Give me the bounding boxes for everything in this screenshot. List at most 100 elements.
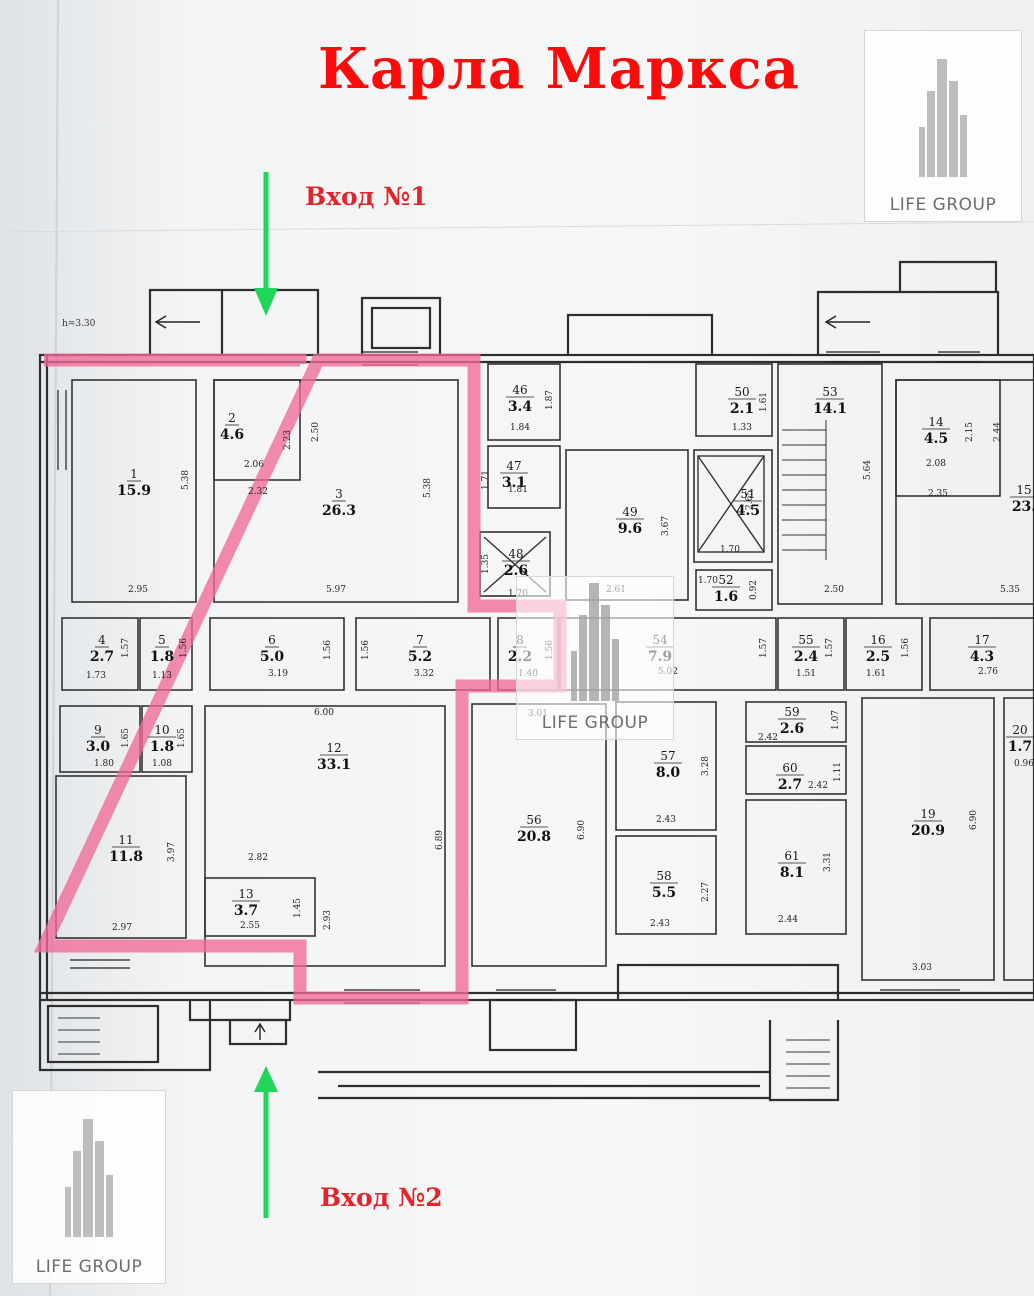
room-52-label: 521.6	[712, 573, 740, 605]
room-number: 50	[734, 385, 749, 399]
dimension-value: 6.90	[577, 820, 587, 840]
dimension-value: 1.61	[866, 669, 886, 679]
room-number: 46	[512, 383, 527, 397]
entrance-2-label: Вход №2	[320, 1183, 443, 1212]
dimension-value: 1.61	[759, 392, 769, 412]
room-area: 8.0	[656, 765, 681, 781]
room-number: 51	[740, 487, 755, 501]
dimension-value: 0.92	[749, 580, 759, 600]
room-13-label: 133.7	[232, 887, 260, 919]
logo-text: LIFE GROUP	[35, 1257, 143, 1277]
dimension-value: 5.38	[423, 478, 433, 498]
dimension-value: 0.96	[1014, 759, 1034, 769]
room-area: 2.5	[866, 649, 890, 665]
room-4-label: 42.7	[90, 633, 114, 665]
room-9-label: 93.0	[86, 723, 111, 755]
building-icon	[571, 583, 619, 701]
life-group-watermark: LIFE GROUP	[516, 576, 674, 740]
entrance-1-label: Вход №1	[305, 182, 428, 211]
highlighted-premises-outline	[33, 353, 567, 1005]
room-number: 19	[920, 807, 935, 821]
dimension-value: 2.55	[240, 921, 260, 931]
room-49-label: 499.6	[616, 505, 644, 537]
room-number: 15	[1016, 483, 1031, 497]
room-58-label: 585.5	[650, 869, 678, 901]
room-number: 9	[94, 723, 102, 737]
dimension-value: 3.67	[661, 516, 671, 536]
room-area: 1.8	[150, 649, 174, 665]
dimension-value: 2.65	[745, 490, 755, 510]
dimension-value: 2.42	[758, 733, 778, 743]
ceiling-height-label: h=3.30	[62, 319, 96, 329]
room-number: 16	[870, 633, 885, 647]
room-area: 3.7	[234, 903, 258, 919]
dimension-value: 2.15	[965, 422, 975, 442]
dimension-value: 1.56	[361, 640, 371, 660]
room-area: 23.	[1012, 499, 1034, 515]
dimension-value: 6.89	[435, 830, 445, 850]
building-icon	[65, 1119, 113, 1237]
room-area: 14.1	[813, 401, 847, 417]
dimension-value: 1.56	[323, 640, 333, 660]
dimension-value: 2.93	[323, 910, 333, 930]
room-7-label: 75.2	[408, 633, 432, 665]
dimension-value: 1.51	[796, 669, 816, 679]
dimension-value: 1.57	[759, 638, 769, 658]
dimension-value: 6.90	[969, 810, 979, 830]
room-labels: 115.924.6326.342.751.865.075.282.293.010…	[86, 383, 1034, 919]
room-area: 3.4	[508, 399, 533, 415]
room-area: 2.6	[504, 563, 528, 579]
dimension-value: 3.32	[414, 669, 434, 679]
dimension-labels: 5.382.952.232.062.322.505.385.971.571.73…	[86, 390, 1034, 973]
room-area: 2.1	[730, 401, 754, 417]
dimension-value: 5.38	[181, 470, 191, 490]
room-area: 1.7	[1008, 739, 1032, 755]
room-1-label: 115.9	[117, 467, 151, 499]
dimension-value: 3.03	[912, 963, 932, 973]
room-number: 49	[622, 505, 637, 519]
room-area: 4.3	[970, 649, 994, 665]
dimension-value: 1.84	[510, 423, 530, 433]
dimension-value: 3.97	[167, 842, 177, 862]
logo-text: LIFE GROUP	[541, 713, 649, 733]
room-area: 15.9	[117, 483, 151, 499]
room-number: 12	[326, 741, 341, 755]
room-area: 20.9	[911, 823, 945, 839]
room-2-label: 24.6	[220, 411, 244, 443]
dimension-value: 2.82	[248, 853, 268, 863]
dimension-value: 1.33	[732, 423, 752, 433]
room-60-label: 602.7	[776, 761, 804, 793]
room-area: 5.2	[408, 649, 432, 665]
dimension-value: 1.56	[179, 638, 189, 658]
dimension-value: 2.50	[824, 585, 844, 595]
room-16-label: 162.5	[864, 633, 892, 665]
room-area: 2.7	[778, 777, 802, 793]
room-47-label: 473.1	[500, 459, 528, 491]
dimension-value: 3.31	[823, 852, 833, 872]
room-area: 2.7	[90, 649, 114, 665]
room-area: 4.5	[924, 431, 948, 447]
room-number: 13	[238, 887, 253, 901]
dimension-value: 1.87	[545, 390, 555, 410]
room-61-label: 618.1	[778, 849, 806, 881]
room-area: 5.5	[652, 885, 676, 901]
room-50-label: 502.1	[728, 385, 756, 417]
stairs	[58, 420, 830, 1089]
room-5-label: 51.8	[150, 633, 174, 665]
dimension-value: 1.45	[293, 898, 303, 918]
dimension-value: 5.35	[1000, 585, 1020, 595]
dimension-value: 1.07	[831, 710, 841, 730]
room-6-label: 65.0	[260, 633, 285, 665]
dimension-value: 2.42	[808, 781, 828, 791]
dimension-value: 1.80	[94, 759, 114, 769]
room-area: 1.6	[714, 589, 738, 605]
dimension-value: 1.08	[152, 759, 172, 769]
dimension-value: 1.71	[481, 470, 491, 490]
room-area: 2.6	[780, 721, 804, 737]
room-area: 11.8	[109, 849, 143, 865]
room-number: 61	[784, 849, 799, 863]
dimension-value: 2.43	[650, 919, 670, 929]
dimension-value: 1.11	[833, 762, 843, 782]
